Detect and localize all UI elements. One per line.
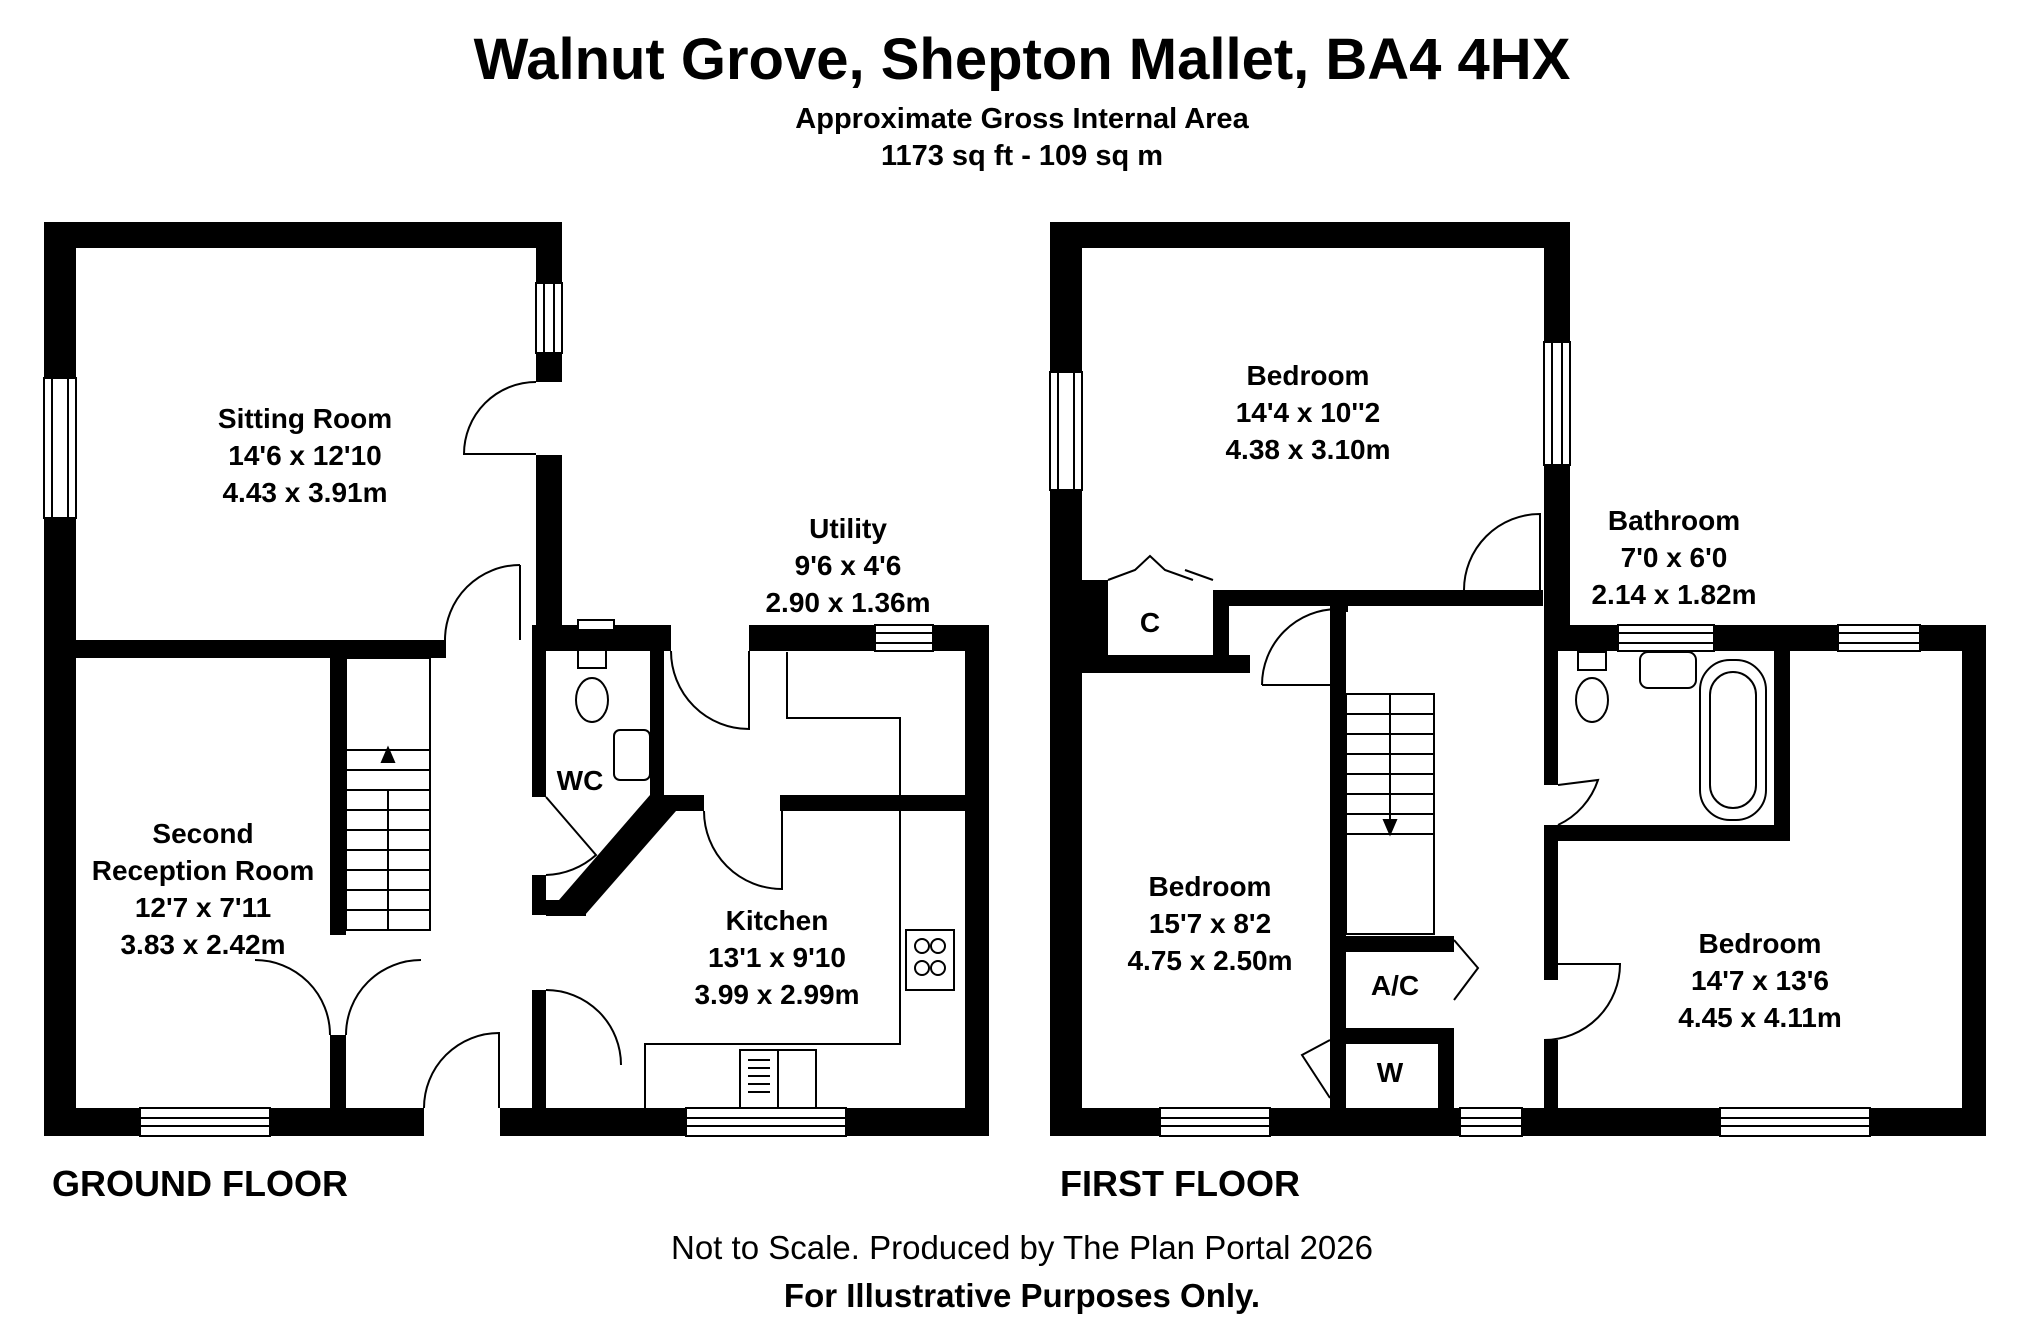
room-imperial: 13'1 x 9'10 <box>708 942 846 973</box>
area-value: 1173 sq ft - 109 sq m <box>880 140 1164 172</box>
room-metric: 4.45 x 4.11m <box>1678 1002 1841 1033</box>
room-name: C <box>1140 607 1160 638</box>
room-metric: 2.90 x 1.36m <box>765 587 930 618</box>
first-floor-doors <box>1107 512 1622 1099</box>
room-metric: 4.43 x 3.91m <box>222 477 387 508</box>
room-metric: 4.38 x 3.10m <box>1225 434 1390 465</box>
room-imperial: 14'6 x 12'10 <box>228 440 381 471</box>
first-floor-walls <box>1050 222 1986 1136</box>
room-metric: 2.14 x 1.82m <box>1591 579 1756 610</box>
plan-title: Walnut Grove, Shepton Mallet, BA4 4HX <box>473 27 1571 92</box>
room-imperial: 14'7 x 13'6 <box>1691 965 1829 996</box>
room-name: Sitting Room <box>218 403 392 434</box>
room-name: Bathroom <box>1608 505 1740 536</box>
floor-label: GROUND FLOOR <box>52 1163 348 1204</box>
room-metric: 3.99 x 2.99m <box>694 979 859 1010</box>
room-metric: 4.75 x 2.50m <box>1127 945 1292 976</box>
room-name: WC <box>557 765 604 796</box>
room-name: Utility <box>809 513 887 544</box>
area-caption: Approximate Gross Internal Area <box>795 103 1249 135</box>
first-floor-windows <box>1049 341 1921 1137</box>
ground-floor-doors <box>254 381 783 1109</box>
room-name: Bedroom <box>1699 928 1822 959</box>
ground-floor-walls <box>44 222 989 1136</box>
room-name: Kitchen <box>726 905 829 936</box>
room-metric: 3.83 x 2.42m <box>120 929 285 960</box>
room-imperial: 15'7 x 8'2 <box>1149 908 1271 939</box>
footer-notice: For Illustrative Purposes Only. <box>783 1277 1261 1314</box>
floor-label: FIRST FLOOR <box>1060 1163 1300 1204</box>
ground-floor-windows <box>43 282 934 1137</box>
room-name: Bedroom <box>1149 871 1272 902</box>
ground-floor-labels: Sitting Room 14'6 x 12'10 4.43 x 3.91m U… <box>52 403 931 1204</box>
ground-floor-plan: Sitting Room 14'6 x 12'10 4.43 x 3.91m U… <box>43 222 989 1204</box>
first-floor-stairs <box>1345 693 1435 935</box>
room-name-line1: Second <box>152 818 253 849</box>
first-floor-labels: Bedroom 14'4 x 10''2 4.38 x 3.10m Bathro… <box>1060 360 1842 1204</box>
first-floor-fixtures <box>1575 651 1767 821</box>
room-name-line2: Reception Room <box>92 855 314 886</box>
room-name: A/C <box>1371 970 1419 1001</box>
footer-disclaimer: Not to Scale. Produced by The Plan Porta… <box>671 1229 1373 1266</box>
room-imperial: 9'6 x 4'6 <box>795 550 902 581</box>
room-name: Bedroom <box>1247 360 1370 391</box>
first-floor-plan: Bedroom 14'4 x 10''2 4.38 x 3.10m Bathro… <box>1049 222 1986 1204</box>
room-name: W <box>1377 1057 1404 1088</box>
room-imperial: 12'7 x 7'11 <box>135 892 271 923</box>
room-imperial: 14'4 x 10''2 <box>1236 397 1381 428</box>
ground-floor-fixtures <box>575 649 955 1109</box>
ground-floor-stairs <box>345 657 431 931</box>
room-imperial: 7'0 x 6'0 <box>1621 542 1728 573</box>
